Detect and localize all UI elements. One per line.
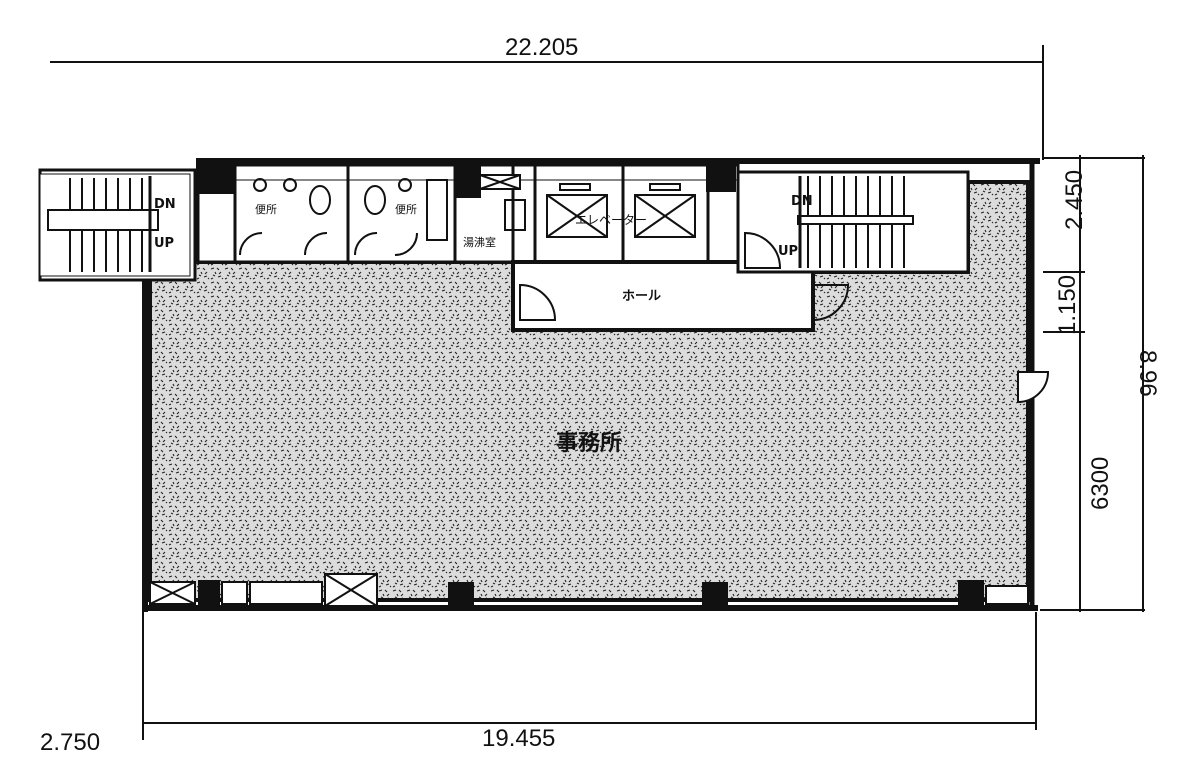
dimension-lines: [50, 45, 1145, 740]
room-label-kitchen: 湯沸室: [463, 235, 496, 249]
dim-right-core-depth: 2.450: [1061, 170, 1088, 230]
dim-bottom-width: 19.455: [482, 725, 555, 752]
exterior-walls: [142, 158, 1040, 612]
columns: [196, 158, 984, 608]
room-label-hall: ホール: [622, 289, 661, 304]
stair-left-down-label: DN: [154, 197, 176, 212]
stair-right-down-label: DN: [791, 194, 813, 209]
side-door: [1017, 371, 1050, 404]
room-label-toilet-right: 便所: [395, 203, 417, 216]
toilet-fixtures: [239, 178, 526, 256]
room-label-office: 事務所: [556, 430, 622, 456]
elevator-shafts: [479, 174, 696, 238]
stair-right-up-label: UP: [778, 244, 798, 259]
dim-right-hall-depth: 1.150: [1054, 275, 1081, 335]
stair-right: [736, 170, 970, 274]
room-label-elevator: エレベーター: [575, 213, 647, 227]
room-label-toilet-left: 便所: [255, 203, 277, 216]
dim-right-office-depth: 6300: [1087, 457, 1114, 510]
storage-units: [149, 573, 1029, 607]
stair-left-up-label: UP: [154, 236, 174, 251]
dim-bottom-left-offset: 2.750: [40, 729, 100, 756]
stair-left: [38, 168, 197, 282]
dim-right-total: 8.96: [1134, 350, 1161, 397]
dim-top-width: 22.205: [505, 34, 578, 61]
